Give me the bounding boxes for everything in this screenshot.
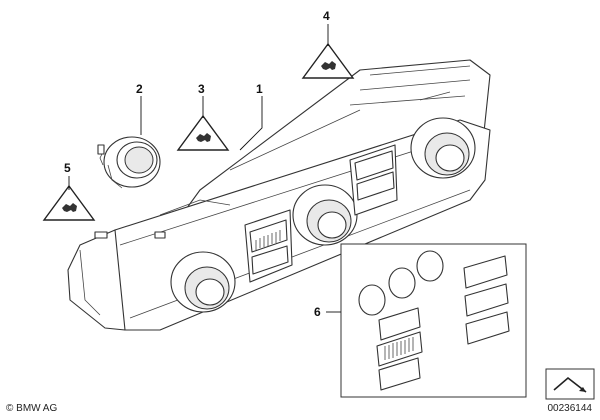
warning-triangle-icon xyxy=(301,42,355,79)
callout-5: 5 xyxy=(64,161,71,175)
left-button-cluster xyxy=(244,209,293,283)
kit-buttons-right xyxy=(463,255,510,345)
right-temperature-knob xyxy=(410,117,476,179)
callout-3: 3 xyxy=(198,82,205,96)
knob-ring xyxy=(97,136,161,189)
warning-triangle-icon xyxy=(42,184,96,221)
leader-lines xyxy=(68,24,341,313)
callout-1: 1 xyxy=(256,82,263,96)
control-panel xyxy=(67,59,491,331)
left-temperature-knob xyxy=(170,251,236,313)
image-id-text: 00236144 xyxy=(547,403,593,414)
kit-rings xyxy=(358,250,444,316)
kit-box xyxy=(340,243,527,398)
callout-6: 6 xyxy=(314,305,321,319)
kit-buttons-left xyxy=(376,307,423,391)
callout-2: 2 xyxy=(136,82,143,96)
right-button-cluster xyxy=(349,144,398,216)
warning-triangle-icon xyxy=(176,114,230,151)
callout-4: 4 xyxy=(323,9,330,23)
copyright-text: © BMW AG xyxy=(6,403,58,414)
center-blower-knob xyxy=(292,184,358,246)
arrow-icon xyxy=(545,368,595,400)
